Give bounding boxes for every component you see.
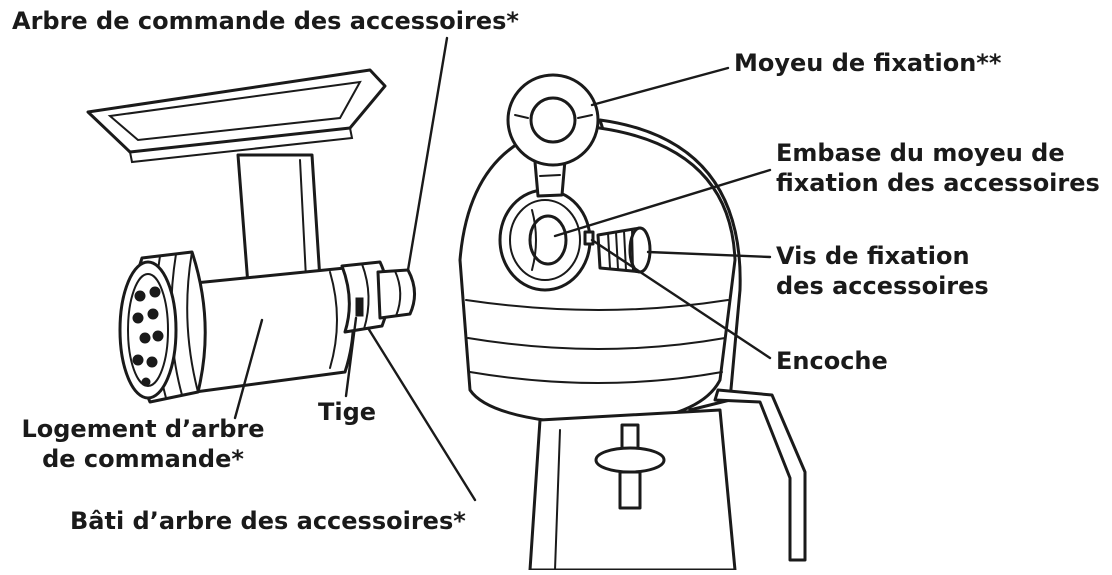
- mixer-head-dome: [460, 125, 735, 425]
- label-pin: Tige: [318, 397, 376, 427]
- label-drive-shaft: Arbre de commande des accessoires*: [12, 6, 519, 36]
- mixer-head: [460, 75, 805, 570]
- grinder-pin: [356, 298, 363, 316]
- label-notch: Encoche: [776, 346, 888, 376]
- leader-drive-shaft: [408, 38, 447, 270]
- label-knob: Vis de fixation des accessoires: [776, 241, 989, 301]
- label-hub-cover: Moyeu de fixation**: [734, 48, 1001, 78]
- label-frame: Bâti d’arbre des accessoires*: [70, 506, 466, 536]
- label-hub-socket: Embase du moyeu de fixation des accessoi…: [776, 138, 1100, 198]
- leader-hub-cover: [592, 68, 728, 105]
- leader-frame: [368, 328, 475, 500]
- label-housing: Logement d’arbre de commande*: [6, 414, 280, 474]
- hub-notch: [585, 232, 593, 244]
- grinder-drive-shaft: [378, 270, 415, 318]
- grinder-attachment: [88, 70, 415, 402]
- grinder-feed-tube: [238, 155, 320, 285]
